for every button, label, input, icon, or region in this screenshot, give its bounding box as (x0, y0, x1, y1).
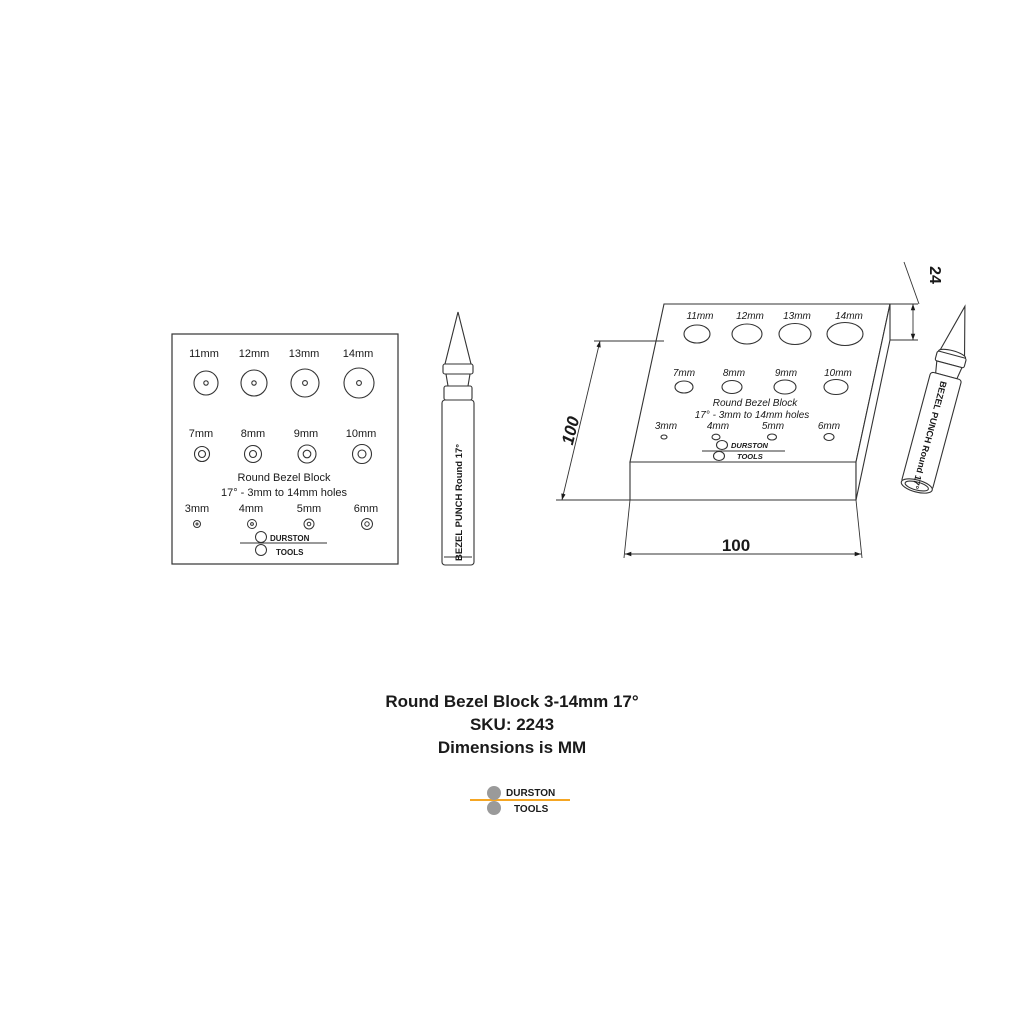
iso-hole-label-4mm: 4mm (707, 421, 729, 432)
caption-sku: SKU: 2243 (469, 715, 555, 734)
logo-circle-bottom (255, 544, 267, 556)
punch-neck (445, 373, 471, 387)
extension-line-width-right (855, 499, 863, 559)
hole-label-14mm: 14mm (343, 348, 374, 360)
hole-10mm (351, 443, 373, 465)
iso-hole-7mm (674, 380, 694, 394)
iso-hole-label-8mm: 8mm (723, 368, 745, 379)
caption-dimensions-note: Dimensions is MM (437, 738, 587, 757)
iso-hole-label-6mm: 6mm (818, 421, 840, 432)
iso-hole-6mm (823, 432, 835, 442)
iso-block-logo: DURSTON TOOLS (702, 439, 785, 462)
logo-brand-durston: DURSTON (506, 788, 555, 799)
hole-8mm (243, 444, 263, 464)
hole-label-13mm: 13mm (289, 348, 320, 360)
leader-line-height (903, 261, 920, 305)
caption-title: Round Bezel Block 3-14mm 17° (385, 692, 639, 711)
iso-small-holes: 3mm 4mm 5mm 6mm (655, 421, 840, 432)
dimension-label-height: 24 (926, 266, 943, 284)
iso-hole-label-13mm: 13mm (783, 311, 811, 322)
iso-hole-11mm (683, 324, 711, 344)
iso-hole-label-10mm: 10mm (824, 368, 852, 379)
hole-7mm (193, 445, 211, 463)
hole-14mm (343, 367, 375, 399)
hole-4mm (247, 519, 257, 529)
hole-13mm (290, 368, 320, 398)
hole-12mm (240, 369, 268, 397)
hole-label-8mm: 8mm (241, 428, 265, 440)
brand-logo: DURSTON TOOLS (470, 786, 570, 815)
iso-logo-text-tools: TOOLS (737, 452, 763, 461)
iso-hole-label-12mm: 12mm (736, 311, 764, 322)
hole-label-5mm: 5mm (297, 503, 321, 515)
extension-line-width-left (623, 499, 631, 559)
iso-hole-label-5mm: 5mm (762, 421, 784, 432)
hole-label-7mm: 7mm (189, 428, 213, 440)
isometric-punch: BEZEL PUNCH Round 17° (900, 304, 967, 494)
iso-hole-label-7mm: 7mm (673, 368, 695, 379)
logo-brand-tools: TOOLS (514, 804, 549, 815)
hole-label-6mm: 6mm (354, 503, 378, 515)
hole-label-10mm: 10mm (346, 428, 377, 440)
hole-6mm (361, 518, 373, 530)
logo-text-durston: DURSTON (270, 534, 310, 543)
hole-label-12mm: 12mm (239, 348, 270, 360)
punch-tip (444, 311, 472, 365)
front-large-holes: 11mm 12mm 13mm 14mm (189, 348, 375, 399)
front-block-logo: DURSTON TOOLS (240, 531, 327, 557)
dimension-label-width: 100 (722, 536, 750, 555)
front-block-title: Round Bezel Block (238, 472, 331, 484)
iso-hole-3mm (660, 434, 668, 440)
front-block-outline (171, 333, 399, 565)
hole-3mm (193, 520, 201, 528)
front-small-holes: 3mm 4mm 5mm 6mm (185, 503, 378, 530)
hole-label-3mm: 3mm (185, 503, 209, 515)
iso-logo-text-durston: DURSTON (731, 441, 769, 450)
iso-hole-label-14mm: 14mm (835, 311, 863, 322)
logo-circle-upper (487, 786, 501, 800)
iso-hole-5mm (766, 433, 778, 441)
front-view-punch: BEZEL PUNCH Round 17° (441, 311, 475, 566)
iso-block-subtitle: 17° - 3mm to 14mm holes (695, 410, 810, 421)
front-view-block: 11mm 12mm 13mm 14mm 7mm 8mm 9mm 10mm (171, 333, 399, 565)
hole-label-9mm: 9mm (294, 428, 318, 440)
hole-11mm (193, 370, 219, 396)
iso-hole-12mm (731, 323, 763, 345)
dimension-line-depth (561, 340, 601, 501)
hole-9mm (297, 444, 317, 464)
punch-shoulder (443, 385, 473, 401)
logo-circle-lower (487, 801, 501, 815)
hole-5mm (303, 518, 315, 530)
dimension-label-depth: 100 (558, 414, 583, 447)
iso-hole-9mm (773, 379, 797, 395)
punch-tip-collar (442, 363, 474, 375)
iso-hole-label-9mm: 9mm (775, 368, 797, 379)
punch-shaft (441, 399, 475, 566)
iso-hole-label-11mm: 11mm (686, 311, 713, 322)
front-medium-holes: 7mm 8mm 9mm 10mm (189, 428, 377, 465)
hole-label-4mm: 4mm (239, 503, 263, 515)
dimension-depth (556, 340, 664, 501)
front-block-subtitle: 17° - 3mm to 14mm holes (221, 487, 348, 499)
hole-label-11mm: 11mm (189, 348, 219, 360)
iso-hole-10mm (823, 378, 849, 396)
iso-hole-4mm (711, 433, 721, 441)
isometric-block: 11mm 12mm 13mm 14mm 7mm 8mm 9mm 10mm Rou… (629, 303, 891, 501)
logo-text-tools: TOOLS (276, 548, 304, 557)
iso-hole-14mm (826, 321, 864, 347)
punch-engraving: BEZEL PUNCH Round 17° (454, 444, 465, 561)
iso-hole-8mm (721, 379, 743, 395)
iso-block-front-face (629, 461, 857, 501)
iso-medium-holes: 7mm 8mm 9mm 10mm (673, 368, 852, 379)
dimension-height (890, 261, 920, 341)
logo-circle-top (255, 531, 267, 543)
iso-hole-13mm (778, 322, 812, 346)
iso-hole-label-3mm: 3mm (655, 421, 677, 432)
iso-large-holes: 11mm 12mm 13mm 14mm (686, 311, 862, 322)
iso-block-title: Round Bezel Block (713, 398, 798, 409)
dimension-width (623, 499, 863, 559)
